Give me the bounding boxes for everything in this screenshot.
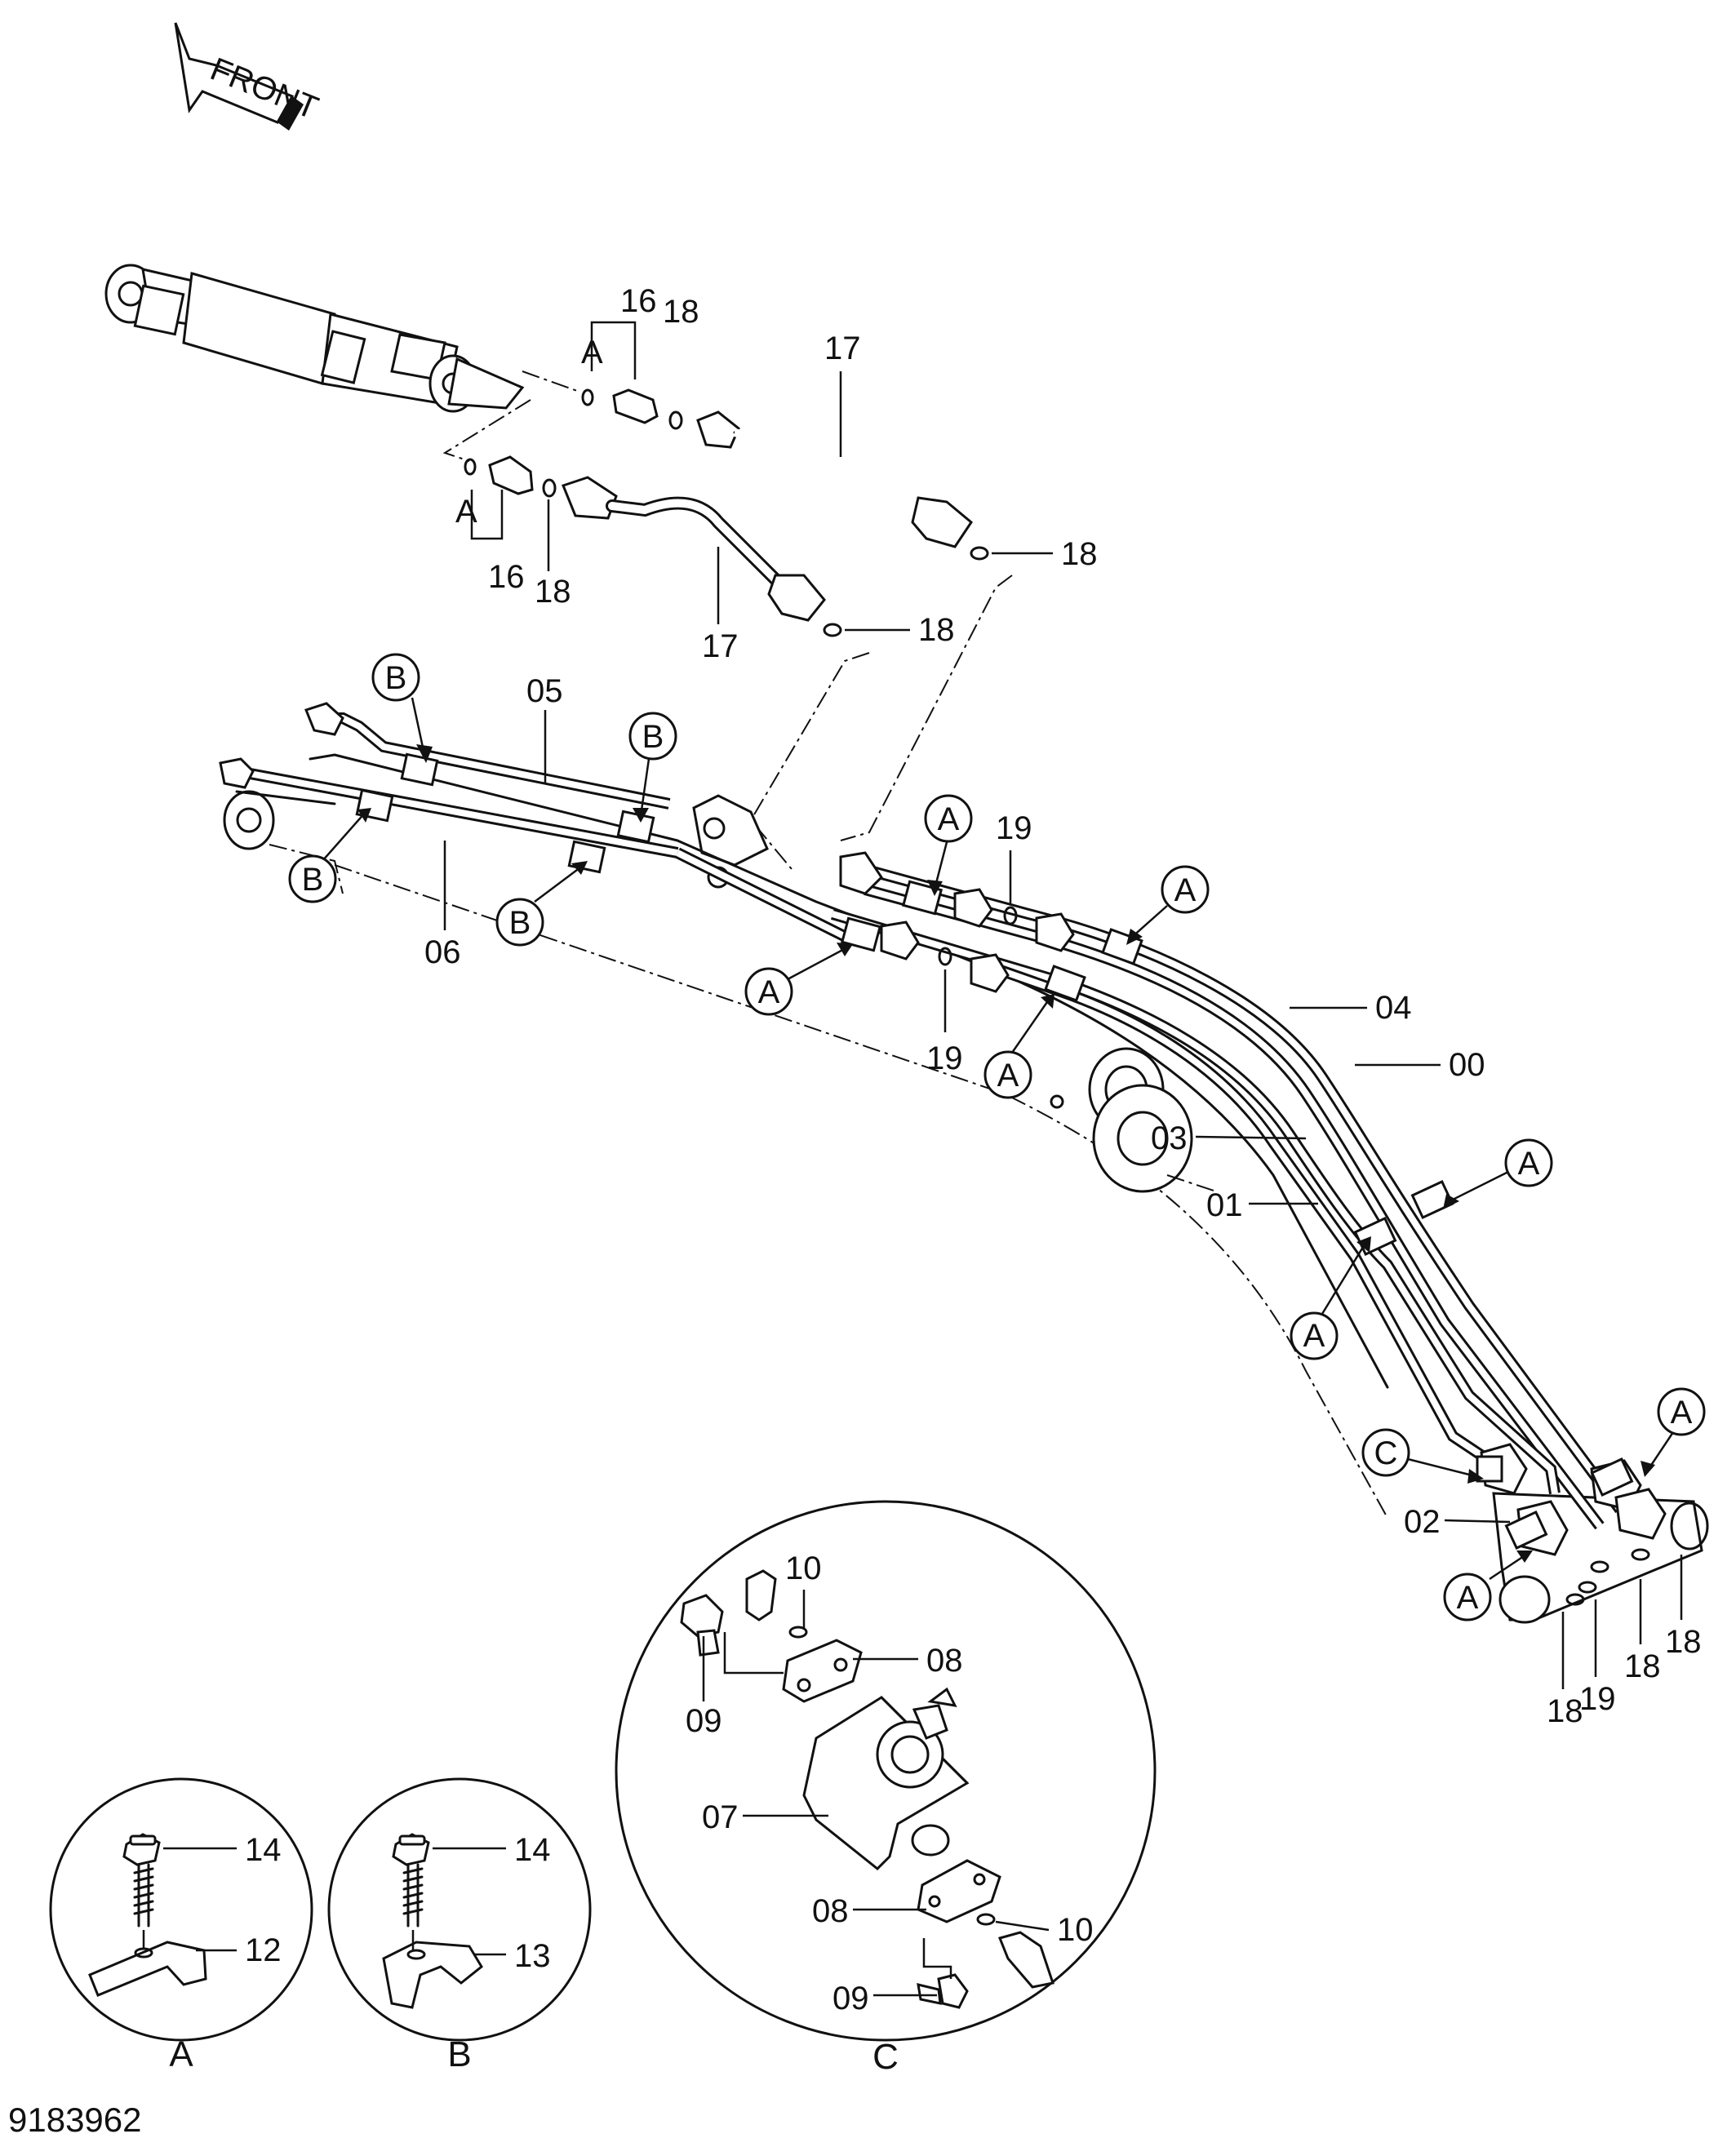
- callout-a-4[interactable]: A: [983, 994, 1054, 1099]
- part-05: 05: [526, 673, 563, 709]
- callout-c[interactable]: C: [1361, 1428, 1484, 1484]
- part-17-top: 17: [824, 330, 861, 366]
- part-16-top: 16: [620, 283, 657, 319]
- part-18-top-label: 18: [663, 294, 699, 330]
- callout-b-2[interactable]: B: [628, 712, 677, 823]
- callout-b-4[interactable]: B: [495, 861, 588, 947]
- cylinder-drawing: [104, 264, 525, 413]
- callout-a-3[interactable]: A: [744, 943, 853, 1016]
- callout-a-8[interactable]: A: [1443, 1550, 1533, 1621]
- fitting-assembly-top: A 16 18 17 18: [581, 283, 1098, 572]
- part-18-bottom-1: 18: [1547, 1693, 1583, 1729]
- callout-group: B B B B A: [288, 653, 1706, 1621]
- part-19-top: 19: [996, 810, 1032, 846]
- detail-a: 14 12 A: [49, 1777, 313, 2074]
- callout-b-1[interactable]: B: [371, 653, 433, 763]
- part-10-bottom: 10: [1057, 1912, 1094, 1948]
- connector-line: [442, 399, 531, 462]
- svg-text:A: A: [938, 801, 960, 837]
- part-09-top: 09: [686, 1703, 722, 1739]
- clamps: [355, 752, 1634, 1550]
- part-18-bottom-3: 18: [1665, 1624, 1702, 1660]
- detail-c: 10 08 09 07 08 10 09 C: [615, 1500, 1157, 2077]
- part-06: 06: [424, 934, 461, 970]
- part-19-mid: 19: [926, 1040, 963, 1076]
- part-00: 00: [1449, 1047, 1485, 1083]
- svg-text:B: B: [302, 862, 324, 898]
- part-19-bottom: 19: [1579, 1681, 1616, 1717]
- part-18-label-2: 18: [1061, 536, 1098, 572]
- part-09-bottom: 09: [832, 1981, 869, 2016]
- connector-line: [522, 370, 580, 393]
- part-16-bottom: 16: [488, 559, 525, 595]
- part-18-label-3: 18: [535, 574, 571, 610]
- callout-a-7[interactable]: A: [1641, 1387, 1706, 1477]
- part-18-bottom-2: 18: [1624, 1648, 1661, 1684]
- svg-text:B: B: [385, 660, 407, 696]
- detail-label-c: C: [872, 2037, 899, 2077]
- part-12: 12: [245, 1932, 282, 1968]
- svg-text:A: A: [1518, 1146, 1540, 1182]
- connector-line: [749, 652, 870, 870]
- fitting-assembly-bottom: A 16 18 17 18: [455, 455, 955, 664]
- fitting-marker-bottom: A: [455, 494, 477, 530]
- part-07: 07: [702, 1799, 739, 1835]
- part-18-label-4: 18: [918, 612, 955, 648]
- svg-text:B: B: [509, 905, 531, 941]
- svg-text:A: A: [1671, 1395, 1693, 1431]
- svg-text:C: C: [1374, 1435, 1398, 1471]
- part-13: 13: [514, 1938, 551, 1974]
- callout-a-5[interactable]: A: [1443, 1138, 1553, 1209]
- svg-text:A: A: [758, 974, 780, 1010]
- connector-line: [840, 574, 1013, 841]
- pipe-lines: [219, 702, 852, 944]
- part-labels-main: 05 06 19 19 04 00 03 01 02 18 19 18 18: [424, 673, 1702, 1729]
- part-01: 01: [1206, 1187, 1243, 1223]
- svg-text:A: A: [997, 1058, 1019, 1094]
- part-14-b: 14: [514, 1832, 551, 1868]
- part-03: 03: [1151, 1120, 1188, 1156]
- part-14-a: 14: [245, 1832, 282, 1868]
- long-pipes: [831, 851, 1667, 1606]
- svg-text:A: A: [1303, 1318, 1325, 1354]
- part-08-top: 08: [926, 1643, 963, 1679]
- part-04: 04: [1375, 990, 1412, 1026]
- svg-text:A: A: [1174, 872, 1197, 908]
- svg-text:A: A: [1457, 1580, 1479, 1616]
- callout-a-2[interactable]: A: [1126, 865, 1210, 945]
- part-02: 02: [1404, 1504, 1441, 1540]
- front-arrow-icon: FRONT: [174, 22, 323, 131]
- svg-text:B: B: [642, 719, 664, 755]
- callout-a-1[interactable]: A: [924, 794, 973, 896]
- callout-b-3[interactable]: B: [288, 808, 371, 903]
- part-17-bottom: 17: [702, 628, 739, 664]
- callout-a-6[interactable]: A: [1290, 1236, 1371, 1360]
- part-10-top: 10: [785, 1550, 822, 1586]
- reference-id: 9183962: [8, 2101, 142, 2139]
- boom-structure: [223, 753, 1709, 1624]
- detail-label-a: A: [169, 2034, 193, 2074]
- detail-b: 14 13 B: [327, 1777, 592, 2074]
- part-08-bottom: 08: [812, 1893, 849, 1929]
- detail-label-b: B: [447, 2034, 471, 2074]
